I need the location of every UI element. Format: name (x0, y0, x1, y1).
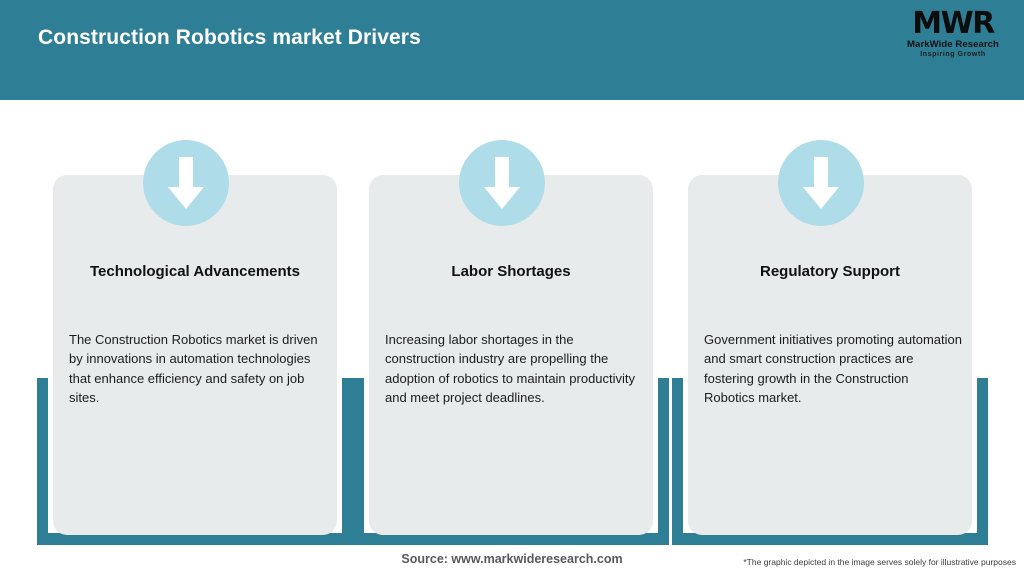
card-panel: Labor Shortages Increasing labor shortag… (369, 175, 653, 535)
card-icon-badge (459, 140, 545, 226)
card-icon-badge (143, 140, 229, 226)
logo-company-name: MarkWide Research (907, 39, 999, 50)
card-icon-badge (778, 140, 864, 226)
card-accent-frame (672, 378, 988, 545)
card-title: Technological Advancements (89, 263, 301, 280)
page-header: Construction Robotics market Drivers MWR… (0, 0, 1024, 100)
card-title: Labor Shortages (451, 263, 571, 280)
source-label: Source: www.markwideresearch.com (401, 552, 623, 566)
card-accent-frame (37, 378, 353, 545)
down-arrow-icon (803, 157, 839, 209)
driver-card-2: Labor Shortages Increasing labor shortag… (353, 100, 669, 546)
card-accent-frame (353, 378, 669, 545)
logo-tagline: Inspiring Growth (920, 51, 986, 58)
card-description: Government initiatives promoting automat… (704, 332, 962, 406)
card-description: Increasing labor shortages in the constr… (385, 332, 636, 406)
logo-monogram: MWR (912, 6, 995, 41)
markwide-research-logo: MWR MarkWide Research Inspiring Growth (900, 8, 1006, 64)
disclaimer-note: *The graphic depicted in the image serve… (743, 557, 1016, 567)
card-panel: Regulatory Support Government initiative… (688, 175, 972, 535)
page-title: Construction Robotics market Drivers (38, 26, 421, 49)
driver-card-3: Regulatory Support Government initiative… (672, 100, 988, 546)
driver-card-1: Technological Advancements The Construct… (37, 100, 353, 546)
down-arrow-icon (484, 157, 520, 209)
card-title: Regulatory Support (759, 263, 900, 280)
card-description: The Construction Robotics market is driv… (69, 332, 318, 406)
down-arrow-icon (168, 157, 204, 209)
card-panel: Technological Advancements The Construct… (53, 175, 337, 535)
driver-cards-container: Technological Advancements The Construct… (0, 100, 1024, 546)
